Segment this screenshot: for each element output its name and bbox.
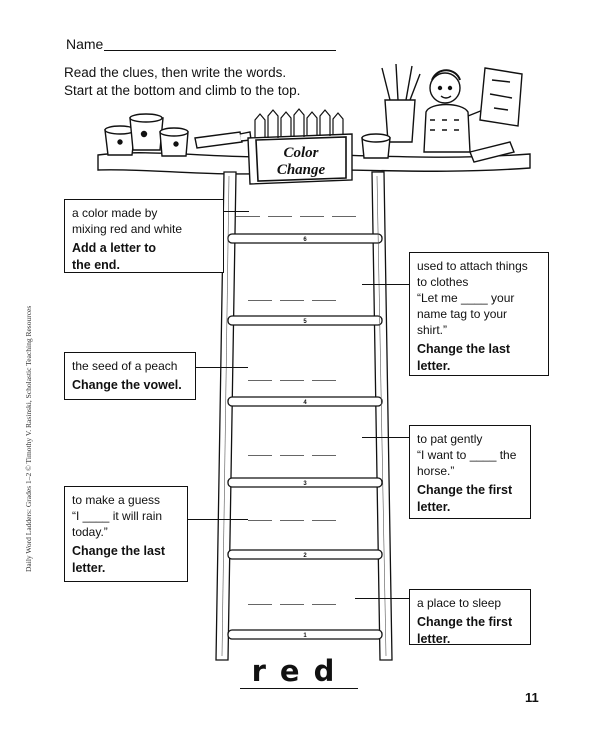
answer-blank[interactable] — [248, 520, 272, 521]
starting-word-line — [240, 688, 358, 689]
clue-text: a place to sleep — [417, 596, 502, 610]
answer-blank[interactable] — [248, 604, 272, 605]
clue-pointer — [355, 598, 409, 599]
rung-number: 6 — [303, 237, 307, 243]
ladder-rung — [227, 629, 383, 640]
ladder-rung — [227, 396, 383, 407]
answer-blank[interactable] — [268, 216, 292, 217]
art-supplies-illustration: Color Change — [97, 63, 531, 185]
clue-box-4: the seed of a peach Change the vowel. — [64, 352, 196, 400]
answer-blank[interactable] — [248, 380, 272, 381]
answer-blank[interactable] — [280, 520, 304, 521]
clue-pointer — [224, 211, 249, 212]
answer-blank[interactable] — [312, 455, 336, 456]
rung-number: 5 — [303, 319, 307, 325]
clue-pointer — [362, 284, 409, 285]
answer-blank[interactable] — [248, 455, 272, 456]
answer-blank[interactable] — [300, 216, 324, 217]
answer-blank[interactable] — [236, 216, 260, 217]
answer-blank[interactable] — [312, 520, 336, 521]
rung-number: 1 — [303, 633, 307, 639]
instruction-line-1: Read the clues, then write the words. — [64, 65, 287, 80]
ladder-rung — [227, 549, 383, 560]
answer-blank[interactable] — [332, 216, 356, 217]
word-ladder: 6 5 4 3 2 1 — [215, 171, 393, 661]
answer-blank[interactable] — [280, 380, 304, 381]
clue-pointer — [196, 367, 248, 368]
clue-text: the seed of a peach — [72, 359, 178, 373]
answer-blank[interactable] — [312, 604, 336, 605]
ladder-rung — [227, 477, 383, 488]
clue-instruction: Change the vowel. — [72, 378, 182, 392]
page-number: 11 — [525, 690, 539, 705]
answer-blank[interactable] — [280, 300, 304, 301]
answer-blank[interactable] — [312, 380, 336, 381]
ladder-rung — [227, 315, 383, 326]
clue-pointer — [188, 519, 248, 520]
answer-blank[interactable] — [280, 455, 304, 456]
rung-number: 3 — [303, 481, 307, 487]
answer-blank[interactable] — [312, 300, 336, 301]
instruction-line-2: Start at the bottom and climb to the top… — [64, 83, 301, 98]
clue-pointer — [362, 437, 409, 438]
name-write-line[interactable] — [104, 50, 336, 51]
copyright-credit: Daily Word Ladders: Grades 1–2 © Timothy… — [24, 305, 33, 572]
answer-blank[interactable] — [280, 604, 304, 605]
sign-title-line-1: Color — [283, 145, 318, 161]
starting-word: red — [251, 654, 349, 688]
rung-number: 4 — [303, 400, 307, 406]
rung-number: 2 — [303, 553, 307, 559]
name-label: Name — [66, 36, 104, 52]
answer-blank[interactable] — [248, 300, 272, 301]
sign-title-line-2: Change — [277, 162, 326, 178]
